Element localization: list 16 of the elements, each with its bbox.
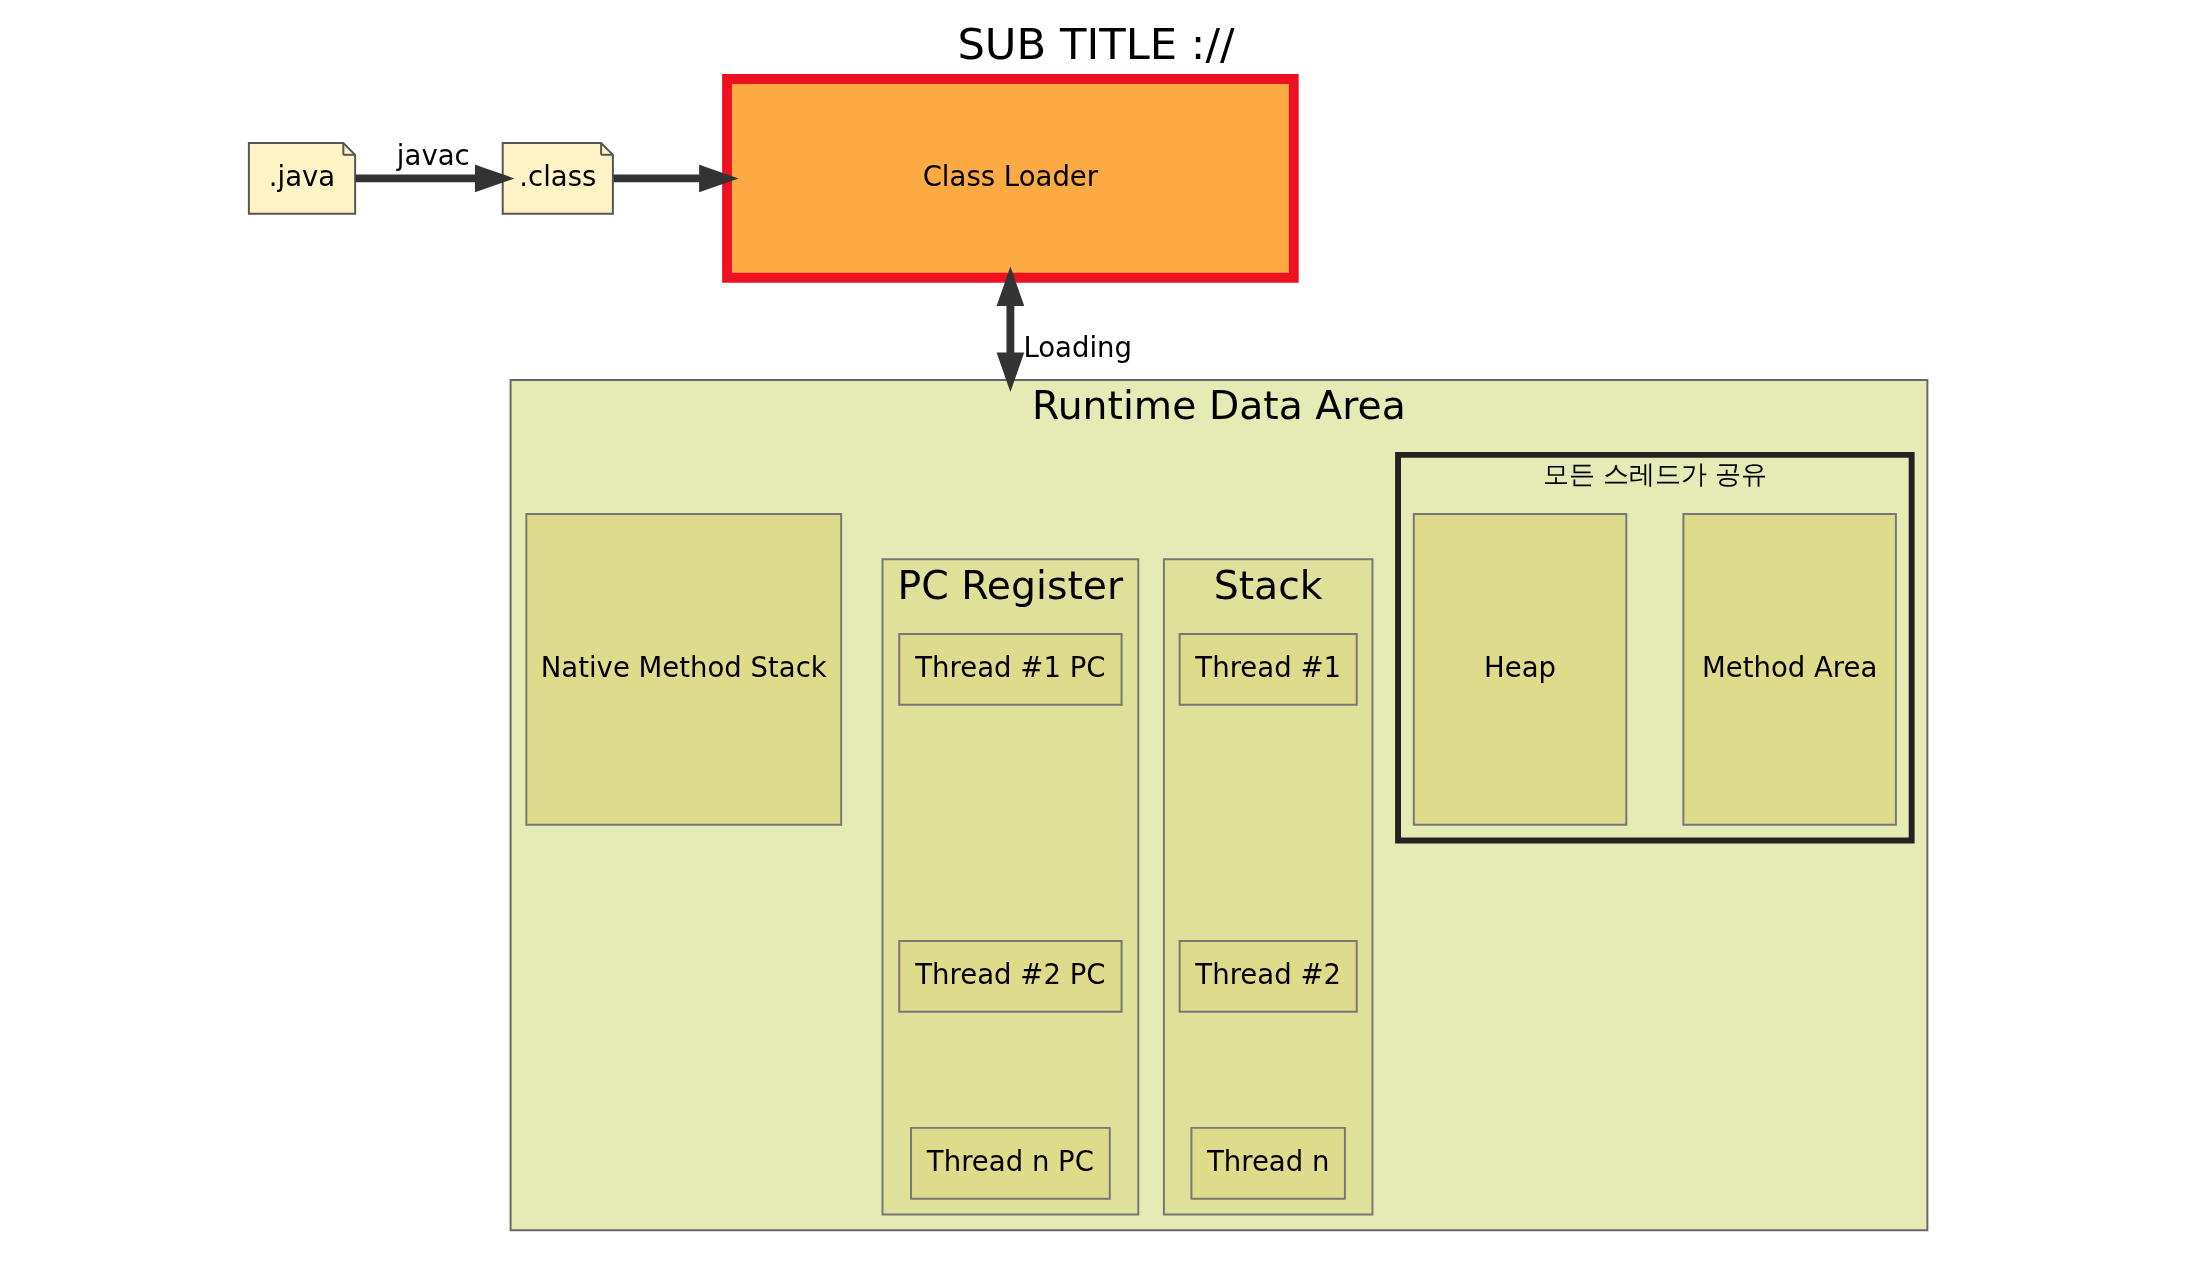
node-box: Thread #1 bbox=[1178, 632, 1358, 706]
node-box: Native Method Stack bbox=[525, 512, 843, 826]
arrow bbox=[613, 164, 739, 193]
arrow bbox=[996, 266, 1025, 393]
node-box: Thread n bbox=[1190, 1126, 1346, 1200]
diagram-title: SUB TITLE :// bbox=[957, 18, 1235, 69]
edge-label: Loading bbox=[1023, 330, 1133, 363]
node-box: Thread n PC bbox=[910, 1126, 1111, 1200]
node-box: Thread #2 PC bbox=[898, 939, 1123, 1013]
edge-label: javac bbox=[396, 139, 470, 172]
node-box: Class Loader bbox=[722, 74, 1299, 283]
arrow bbox=[355, 164, 515, 193]
node-box: Method Area bbox=[1682, 512, 1897, 826]
node-box: Thread #2 bbox=[1178, 939, 1358, 1013]
node-box: Thread #1 PC bbox=[898, 632, 1123, 706]
node-box: Heap bbox=[1412, 512, 1628, 826]
